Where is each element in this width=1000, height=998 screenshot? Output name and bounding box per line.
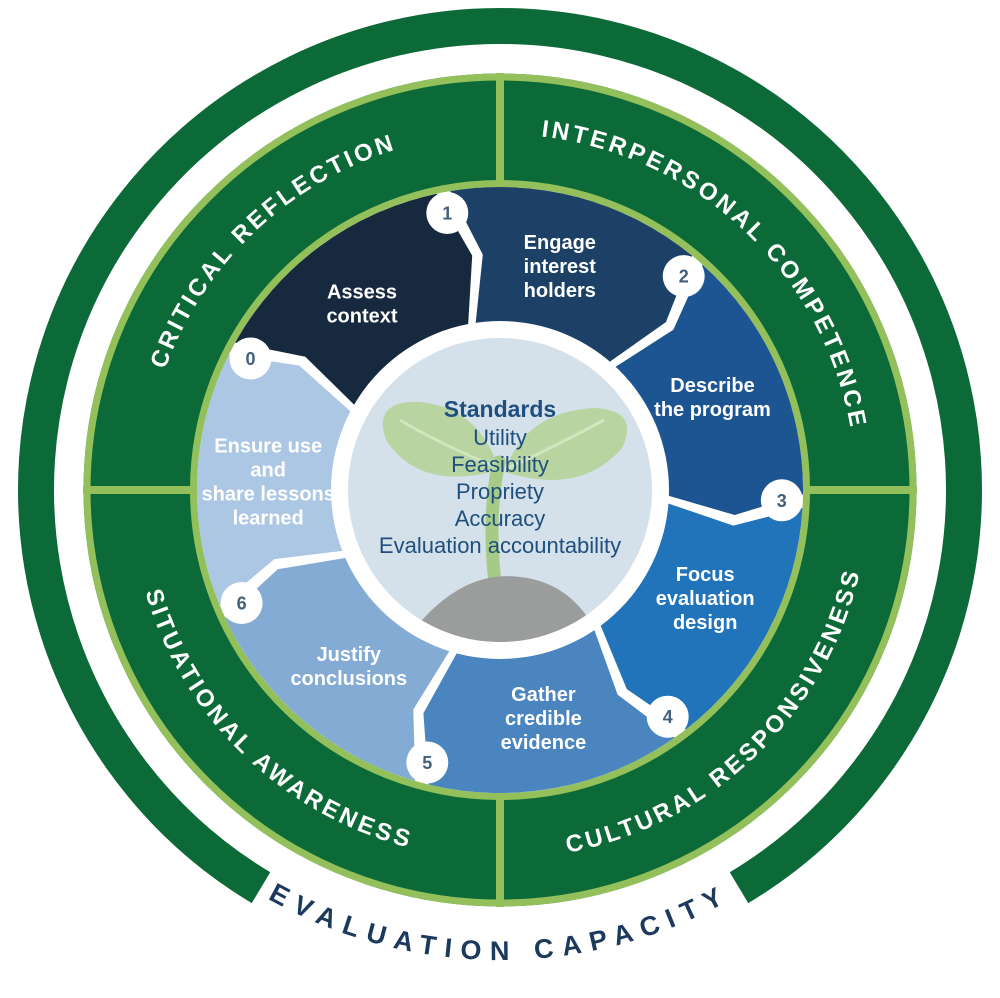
seedling-graphic [382,401,628,642]
step-badge-3 [760,479,803,522]
step-badge-number: 5 [422,753,432,773]
seedling-leaf-vein-left [399,418,495,468]
seedling-leaf-vein-right [507,418,605,470]
segment-gather-credible-evidence [423,617,675,794]
standards-item-propriety: Propriety [456,479,544,504]
standards-heading: Standards [444,396,556,422]
step-badge-2 [662,255,705,298]
step-badge-5 [406,741,449,784]
outer-capacity-ring [18,8,982,904]
step-badge-1 [426,192,469,234]
step-badge-number: 2 [679,267,689,287]
step-badge-0 [229,337,272,380]
standards-item-evaluation-accountability: Evaluation accountability [379,533,621,558]
standards-item-feasibility: Feasibility [451,452,549,477]
step-badge-number: 3 [777,491,787,511]
seedling-soil-mound [400,576,604,642]
step-badge-number: 0 [245,349,255,369]
standards-item-utility: Utility [473,425,527,450]
seedling-leaf-right [505,408,628,480]
step-badge-4 [646,695,689,738]
step-badge-6 [220,582,263,624]
standards-item-accuracy: Accuracy [455,506,545,531]
step-badge-number: 1 [442,204,452,224]
segment-ensure-use-and-share-lessons-learned [196,354,361,606]
step-badge-number: 4 [663,707,673,727]
step-badge-number: 6 [237,594,247,614]
seedling-leaf-left [382,401,499,477]
